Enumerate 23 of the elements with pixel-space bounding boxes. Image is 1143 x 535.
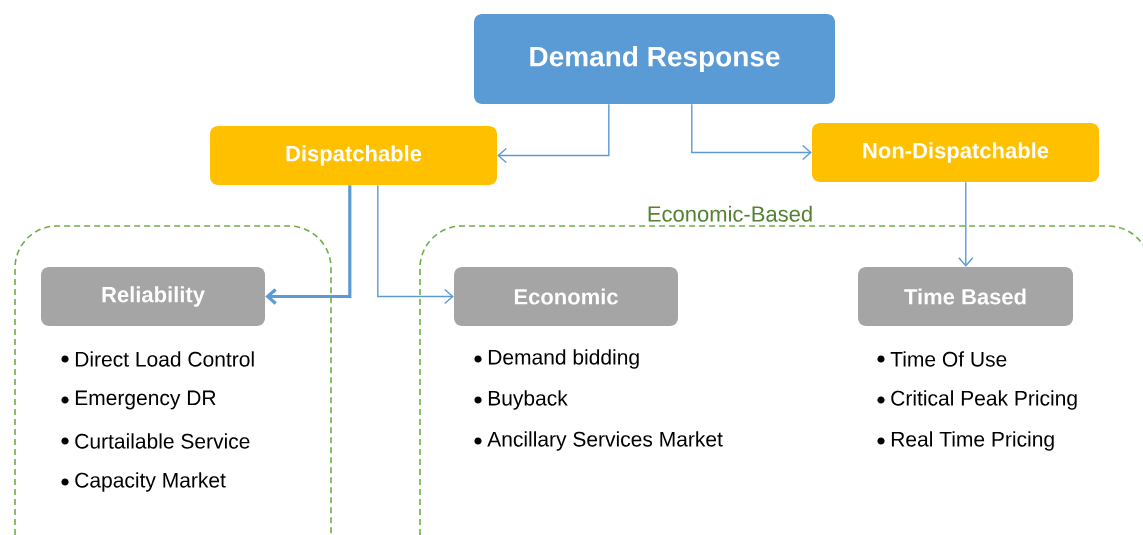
bullet-item: Curtailable Service: [75, 433, 250, 449]
region-heading: Economic-Based: [648, 205, 812, 222]
category-box: Time Based: [858, 267, 1073, 326]
bullet-item: Demand bidding: [488, 349, 639, 369]
arrow: [497, 103, 610, 164]
category-box: Dispatchable: [210, 126, 497, 185]
bullet-item: Emergency DR: [75, 390, 216, 410]
category-box: Economic: [454, 267, 678, 326]
category-box: Reliability: [41, 267, 265, 326]
dashed-region: [14, 225, 332, 535]
arrow: [958, 181, 974, 267]
bullet-item: Critical Peak Pricing: [891, 390, 1077, 410]
bullet-item: Buyback: [488, 390, 568, 410]
category-box: Non-Dispatchable: [812, 123, 1099, 182]
bullet-item: Capacity Market: [75, 472, 226, 492]
bullet-item: Real Time Pricing: [891, 431, 1054, 451]
arrow: [377, 184, 454, 305]
arrow: [691, 103, 812, 161]
bullet-item: Direct Load Control: [75, 351, 254, 367]
title-box: Demand Response: [474, 14, 835, 104]
bullet-item: Time Of Use: [890, 351, 1007, 367]
arrow: [265, 185, 352, 305]
bullet-item: Ancillary Services Market: [487, 431, 723, 451]
